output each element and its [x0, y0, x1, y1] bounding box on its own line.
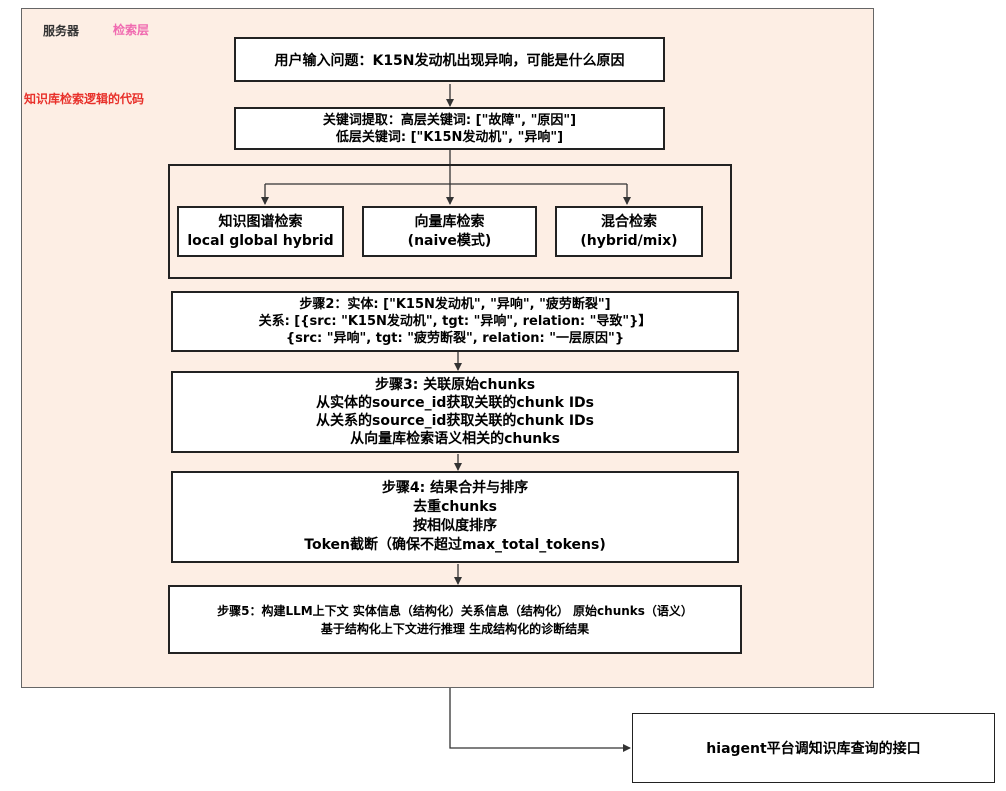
hybrid-search-title: 混合检索: [601, 213, 657, 230]
step5-context: 步骤5：构建LLM上下文 实体信息（结构化）关系信息（结构化） 原始chunks…: [217, 603, 693, 618]
hybrid-search-mode: (hybrid/mix): [580, 232, 678, 249]
hybrid-search-box: 混合检索 (hybrid/mix): [555, 206, 703, 257]
arrow-panel-to-hiagent: [449, 688, 631, 752]
retrieval-mode-group: [168, 164, 732, 279]
low-level-keywords: 低层关键词: ["K15N发动机", "异响"]: [335, 129, 564, 145]
question-line: 用户输入问题：K15N发动机出现异响，可能是什么原因: [274, 52, 625, 69]
step2-entities: 步骤2：实体: ["K15N发动机", "异响", "疲劳断裂"]: [299, 297, 611, 312]
high-level-keywords: 关键词提取：高层关键词: ["故障", "原因"]: [322, 112, 577, 128]
retrieval-layer-label: 检索层: [113, 23, 150, 37]
step3-entity-chunks: 从实体的source_id获取关联的chunk IDs: [316, 395, 594, 411]
step4-sort: 按相似度排序: [413, 518, 497, 534]
step4-dedupe: 去重chunks: [413, 499, 497, 515]
keyword-extraction-box: 关键词提取：高层关键词: ["故障", "原因"] 低层关键词: ["K15N发…: [234, 107, 665, 150]
kg-search-modes: local global hybrid: [187, 232, 334, 249]
step2-box: 步骤2：实体: ["K15N发动机", "异响", "疲劳断裂"] 关系: [{…: [171, 291, 739, 352]
hiagent-interface-box: hiagent平台调知识库查询的接口: [632, 713, 995, 783]
user-question-box: 用户输入问题：K15N发动机出现异响，可能是什么原因: [234, 37, 665, 82]
server-label: 服务器: [43, 24, 80, 38]
step2-relation-1: 关系: [{src: "K15N发动机", tgt: "异响", relatio…: [258, 314, 652, 329]
step4-title: 步骤4: 结果合并与排序: [381, 480, 529, 496]
vector-search-title: 向量库检索: [414, 213, 485, 230]
vector-search-mode: (naive模式): [407, 232, 492, 249]
hiagent-label: hiagent平台调知识库查询的接口: [706, 741, 921, 757]
kg-search-title: 知识图谱检索: [218, 213, 303, 230]
step3-vector-chunks: 从向量库检索语义相关的chunks: [350, 431, 560, 447]
vector-search-box: 向量库检索 (naive模式): [362, 206, 537, 257]
code-label: 知识库检索逻辑的代码: [24, 92, 145, 106]
step3-box: 步骤3: 关联原始chunks 从实体的source_id获取关联的chunk …: [171, 371, 739, 453]
step3-relation-chunks: 从关系的source_id获取关联的chunk IDs: [316, 413, 594, 429]
step2-relation-2: {src: "异响", tgt: "疲劳断裂", relation: "一层原因…: [285, 331, 625, 346]
step5-box: 步骤5：构建LLM上下文 实体信息（结构化）关系信息（结构化） 原始chunks…: [168, 585, 742, 654]
step4-truncate: Token截断（确保不超过max_total_tokens): [304, 537, 606, 553]
step3-title: 步骤3: 关联原始chunks: [374, 377, 536, 393]
step4-box: 步骤4: 结果合并与排序 去重chunks 按相似度排序 Token截断（确保不…: [171, 471, 739, 563]
kg-search-box: 知识图谱检索 local global hybrid: [177, 206, 344, 257]
step5-reasoning: 基于结构化上下文进行推理 生成结构化的诊断结果: [320, 621, 590, 636]
